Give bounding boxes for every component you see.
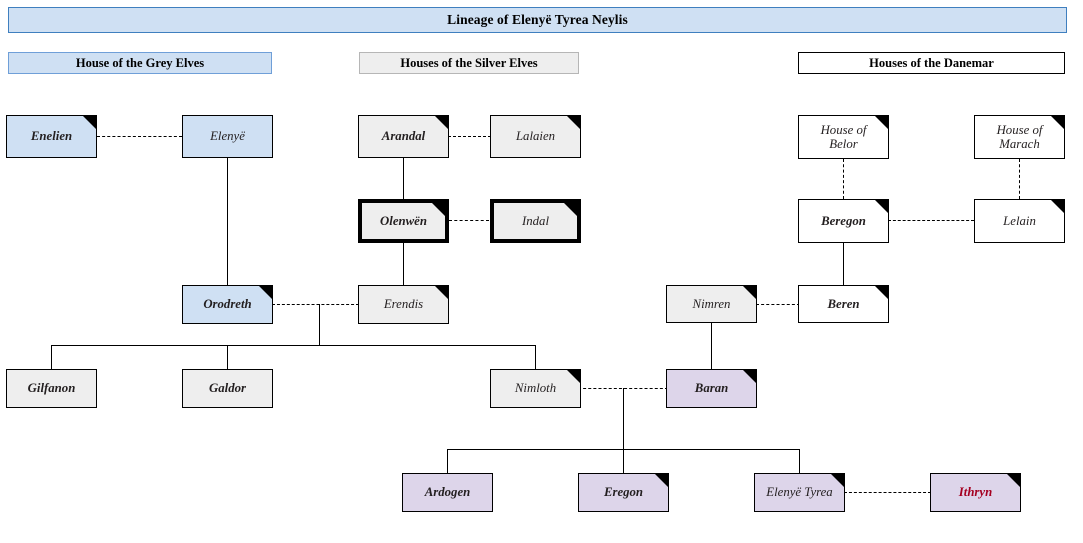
person-node-eregon[interactable]: Eregon (578, 473, 669, 512)
person-node-house-belor[interactable]: House of Belor (798, 115, 889, 159)
person-node-ardogen[interactable]: Ardogen (402, 473, 493, 512)
person-name-elenye: Elenyë (210, 129, 245, 144)
person-node-elenye-tyrea[interactable]: Elenyë Tyrea (754, 473, 845, 512)
person-name-beren: Beren (827, 296, 860, 311)
descent-line-nimren-baran (711, 322, 712, 369)
person-name-arandal: Arandal (381, 129, 426, 144)
person-name-erendis: Erendis (383, 297, 424, 312)
descent-line-arandal-olenwen (403, 158, 404, 199)
house-header-danemar-label: Houses of the Danemar (869, 55, 994, 70)
person-node-erendis[interactable]: Erendis (358, 285, 449, 324)
person-name-elenye-tyrea: Elenyë Tyrea (766, 485, 833, 500)
sibling-bus-orodreth-children (51, 345, 536, 346)
person-node-ithryn[interactable]: Ithryn (930, 473, 1021, 512)
person-name-nimloth: Nimloth (514, 381, 557, 396)
person-name-indal: Indal (521, 213, 549, 228)
marriage-link-arandal-lalaien (448, 136, 491, 137)
person-node-lelain[interactable]: Lelain (974, 199, 1065, 243)
descent-line-house-marach-lelain (1019, 159, 1020, 199)
descent-line-olenwen-erendis (403, 243, 404, 285)
diagram-title-text: Lineage of Elenyë Tyrea Neylis (447, 12, 628, 27)
person-name-baran: Baran (694, 381, 729, 396)
marriage-link-olenwen-indal (449, 220, 489, 221)
person-name-olenwen: Olenwën (380, 213, 427, 228)
person-name-house-belor: House of Belor (820, 122, 867, 151)
house-header-grey-elves-label: House of the Grey Elves (75, 55, 205, 70)
house-header-silver-elves: Houses of the Silver Elves (359, 52, 579, 74)
house-header-silver-elves-label: Houses of the Silver Elves (400, 55, 538, 70)
descent-drop-nimloth-baran (623, 388, 624, 449)
person-name-galdor: Galdor (209, 381, 246, 396)
person-name-enelien: Enelien (30, 129, 73, 144)
person-node-beregon[interactable]: Beregon (798, 199, 889, 243)
person-node-house-marach[interactable]: House of Marach (974, 115, 1065, 159)
person-node-nimloth[interactable]: Nimloth (490, 369, 581, 408)
person-node-baran[interactable]: Baran (666, 369, 757, 408)
person-node-beren[interactable]: Beren (798, 285, 889, 323)
person-node-galdor[interactable]: Galdor (182, 369, 273, 408)
descent-line-elenye-orodreth (227, 158, 228, 285)
sibling-stem-ardogen (447, 449, 448, 473)
person-node-orodreth[interactable]: Orodreth (182, 285, 273, 324)
person-node-arandal[interactable]: Arandal (358, 115, 449, 158)
sibling-stem-elenye-tyrea (799, 449, 800, 473)
person-name-ardogen: Ardogen (424, 485, 471, 500)
marriage-link-nimren-beren (756, 304, 800, 305)
person-name-nimren: Nimren (692, 296, 731, 311)
person-node-gilfanon[interactable]: Gilfanon (6, 369, 97, 408)
descent-line-beregon-beren (843, 243, 844, 285)
house-header-danemar: Houses of the Danemar (798, 52, 1065, 74)
person-name-eregon: Eregon (603, 485, 644, 500)
diagram-title: Lineage of Elenyë Tyrea Neylis (8, 7, 1067, 33)
marriage-link-enelien-elenye (97, 136, 182, 137)
person-name-house-marach: House of Marach (996, 122, 1043, 151)
house-header-grey-elves: House of the Grey Elves (8, 52, 272, 74)
person-name-lelain: Lelain (1003, 213, 1036, 228)
person-node-olenwen[interactable]: Olenwën (358, 199, 449, 243)
person-node-elenye[interactable]: Elenyë (182, 115, 273, 158)
sibling-stem-eregon (623, 449, 624, 473)
person-node-indal[interactable]: Indal (490, 199, 581, 243)
descent-drop-orodreth-erendis (319, 304, 320, 345)
sibling-stem-nimloth (535, 345, 536, 369)
marriage-link-orodreth-erendis (272, 304, 359, 305)
sibling-stem-galdor (227, 345, 228, 369)
sibling-stem-gilfanon (51, 345, 52, 369)
person-node-enelien[interactable]: Enelien (6, 115, 97, 158)
marriage-link-beregon-lelain (888, 220, 974, 221)
descent-line-house-belor-beregon (843, 159, 844, 199)
marriage-link-elenye-tyrea-ithryn (844, 492, 931, 493)
person-name-ithryn: Ithryn (958, 485, 993, 500)
person-node-nimren[interactable]: Nimren (666, 285, 757, 323)
person-node-lalaien[interactable]: Lalaien (490, 115, 581, 158)
person-name-gilfanon: Gilfanon (27, 381, 76, 396)
person-name-lalaien: Lalaien (515, 129, 556, 144)
person-name-beregon: Beregon (821, 213, 866, 228)
person-name-orodreth: Orodreth (203, 297, 252, 312)
